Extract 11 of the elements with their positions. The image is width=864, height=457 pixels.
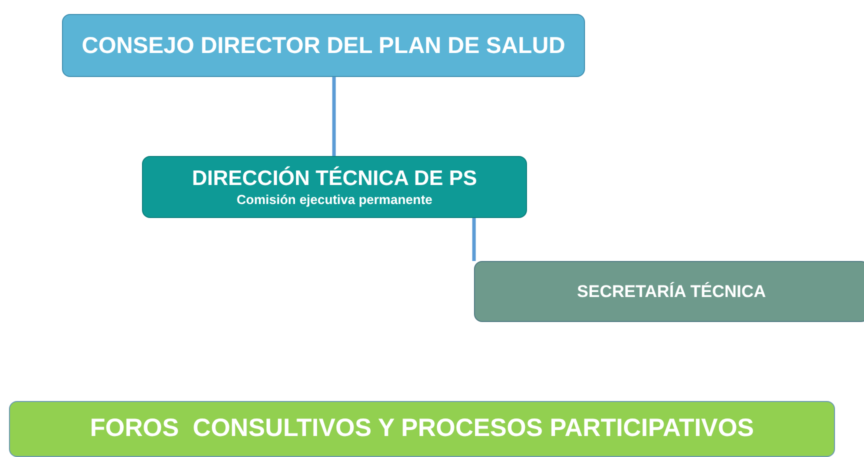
org-box — [142, 156, 527, 218]
box-title: SECRETARÍA TÉCNICA — [577, 280, 766, 302]
box-subtitle: Comisión ejecutiva permanente — [236, 192, 432, 208]
box-title: DIRECCIÓN TÉCNICA DE PS — [192, 166, 478, 192]
connector-line — [472, 218, 476, 261]
org-box — [474, 261, 864, 322]
org-box — [62, 14, 585, 77]
box-title: CONSEJO DIRECTOR DEL PLAN DE SALUD — [82, 31, 566, 60]
org-box — [9, 401, 835, 457]
box-title: FOROS CONSULTIVOS Y PROCESOS PARTICIPATIVOS — [90, 413, 754, 444]
connector-line — [332, 77, 336, 156]
